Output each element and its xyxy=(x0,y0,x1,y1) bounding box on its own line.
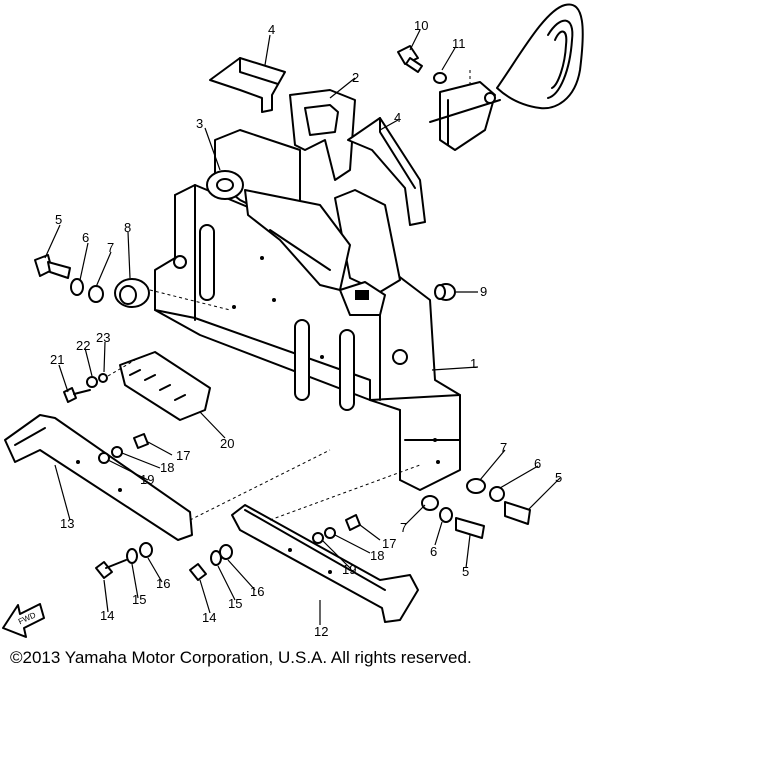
lower-bolt-5 xyxy=(455,517,485,539)
callout-9: 9 xyxy=(480,284,487,299)
handle-center-frame xyxy=(289,89,356,181)
callout-5b: 5 xyxy=(555,470,562,485)
callout-7b: 7 xyxy=(500,440,507,455)
callout-7a: 7 xyxy=(107,240,114,255)
callout-11: 11 xyxy=(452,36,466,51)
right-bolts-14-15-16 xyxy=(189,544,233,581)
callout-8: 8 xyxy=(124,220,131,235)
left-nut-7 xyxy=(88,285,104,303)
handle-left xyxy=(209,57,286,113)
callout-12: 12 xyxy=(314,624,328,639)
backrest-bracket xyxy=(429,70,501,151)
callout-6b: 6 xyxy=(534,456,541,471)
left-rail-13 xyxy=(4,414,331,541)
callout-13: 13 xyxy=(60,516,74,531)
callout-5a: 5 xyxy=(55,212,62,227)
callout-15a: 15 xyxy=(132,592,146,607)
callout-17a: 17 xyxy=(176,448,190,463)
callout-20: 20 xyxy=(220,436,234,451)
callout-19a: 19 xyxy=(140,472,154,487)
callout-14b: 14 xyxy=(202,610,216,625)
right-nut-7 xyxy=(466,478,486,494)
small-bolt-21-22-23 xyxy=(63,359,136,403)
callout-19b: 19 xyxy=(342,562,356,577)
copyright-notice: ©2013 Yamaha Motor Corporation, U.S.A. A… xyxy=(10,648,472,667)
left-bolt-5 xyxy=(34,254,71,279)
callout-2: 2 xyxy=(352,70,359,85)
fwd-arrow-icon: FWD xyxy=(2,603,45,638)
connector-block-20 xyxy=(119,351,211,421)
callout-17b: 17 xyxy=(382,536,396,551)
right-bolts-17-18-19 xyxy=(312,514,361,544)
callout-6a: 6 xyxy=(82,230,89,245)
backrest-pad xyxy=(496,3,584,110)
leader-lines xyxy=(44,29,561,625)
callout-6c: 6 xyxy=(430,544,437,559)
callout-22: 22 xyxy=(76,338,90,353)
callout-7c: 7 xyxy=(400,520,407,535)
callout-5c: 5 xyxy=(462,564,469,579)
lower-washer-6 xyxy=(439,507,453,523)
callout-3: 3 xyxy=(196,116,203,131)
right-washer-6 xyxy=(489,486,505,502)
right-nut-9 xyxy=(434,283,456,301)
seat-frame-body xyxy=(154,129,461,491)
callout-10: 10 xyxy=(414,18,428,33)
lower-nut-7 xyxy=(421,495,439,511)
right-bolt-5 xyxy=(504,501,531,525)
callout-16a: 16 xyxy=(156,576,170,591)
callout-18b: 18 xyxy=(370,548,384,563)
left-bolts-14-15-16 xyxy=(95,542,153,579)
callout-23: 23 xyxy=(96,330,110,345)
left-washer-6 xyxy=(70,278,84,296)
callout-1: 1 xyxy=(470,356,477,371)
callout-15b: 15 xyxy=(228,596,242,611)
callout-4b: 4 xyxy=(394,110,401,125)
nut-11 xyxy=(433,72,447,84)
left-bolts-17-18-19 xyxy=(98,433,149,464)
callout-14a: 14 xyxy=(100,608,114,623)
right-rail-12 xyxy=(231,464,421,623)
callout-18a: 18 xyxy=(160,460,174,475)
callout-21: 21 xyxy=(50,352,64,367)
callout-16b: 16 xyxy=(250,584,264,599)
bolt-10 xyxy=(397,45,423,73)
handle-right xyxy=(347,117,426,226)
callout-4a: 4 xyxy=(268,22,275,37)
callout-labels: 1 2 3 4 4 5 5 5 6 6 6 7 7 7 8 9 10 11 12… xyxy=(50,18,562,639)
spacer-3 xyxy=(206,170,244,200)
rubber-bushing-8 xyxy=(114,278,231,311)
